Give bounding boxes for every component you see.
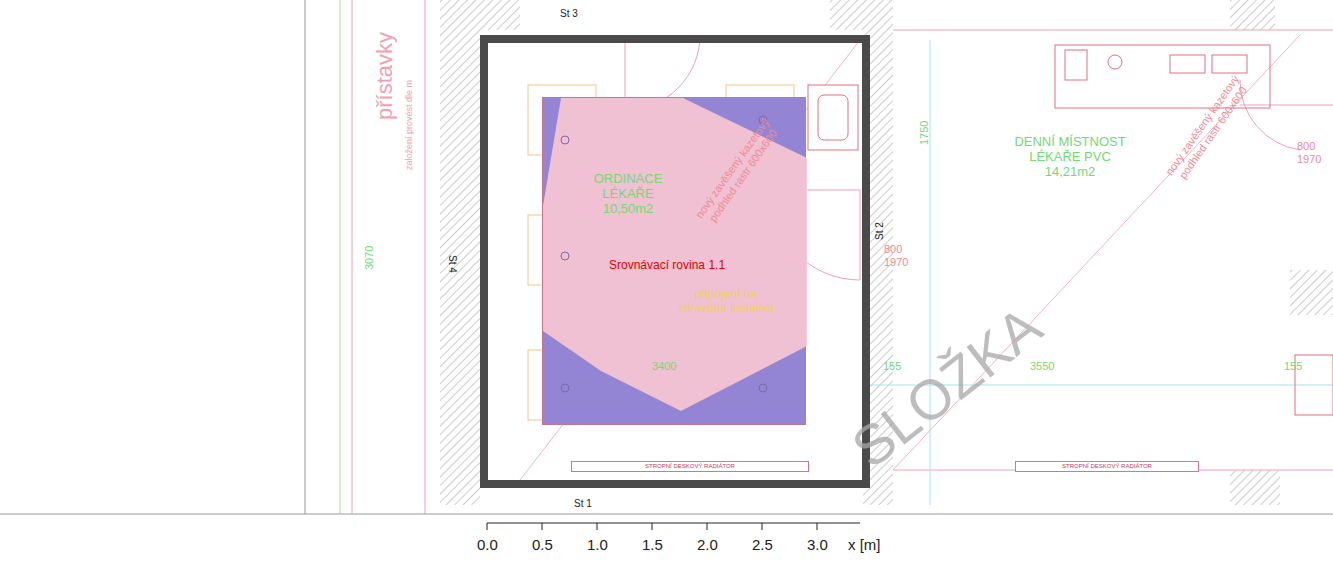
dimension: 3400 — [652, 360, 676, 373]
wall-label: St 1 — [574, 498, 592, 510]
dimension: 800 1970 — [884, 243, 916, 268]
dimension: 3550 — [1030, 360, 1054, 373]
radiator-label: STROPNÍ DESKOVÝ RADIÁTOR — [1016, 462, 1198, 471]
plan-note: přístavky — [372, 32, 397, 120]
axis-tick: 3.0 — [807, 536, 828, 553]
dimension: 155 — [883, 360, 901, 373]
plane-label: Srovnávací rovina 1.1 — [609, 258, 725, 272]
wall-label: St 2 — [874, 222, 886, 240]
dimension: 3070 — [363, 246, 376, 270]
dimension: 800 1970 — [1297, 140, 1331, 165]
wall-label: St 4 — [447, 255, 459, 273]
note-label: připojení na zdravotní instalaci — [672, 288, 780, 316]
axis-tick: 1.0 — [587, 536, 608, 553]
radiator-label: STROPNÍ DESKOVÝ RADIÁTOR — [572, 462, 808, 471]
dimension: 155 — [1284, 360, 1302, 373]
axis-tick: 0.0 — [477, 536, 498, 553]
wall-label: St 3 — [560, 8, 578, 20]
axis-tick: 1.5 — [642, 536, 663, 553]
radiator-box: STROPNÍ DESKOVÝ RADIÁTOR — [571, 461, 809, 472]
room-label: DENNÍ MÍSTNOST LÉKAŘE PVC 14,21m2 — [1010, 135, 1130, 180]
dimension: 1750 — [918, 121, 931, 145]
plan-note: založení provést dle m — [404, 80, 414, 170]
ceiling-note: nový zavěšený kazetový podhled rastr 600… — [1160, 69, 1255, 190]
axis-tick: 2.5 — [752, 536, 773, 553]
radiator-box: STROPNÍ DESKOVÝ RADIÁTOR — [1015, 461, 1199, 472]
axis-tick: 2.0 — [697, 536, 718, 553]
room-label: ORDINACE LÉKAŘE 10,50m2 — [578, 172, 678, 217]
axis-tick: 0.5 — [532, 536, 553, 553]
axis-title: x [m] — [848, 536, 881, 553]
